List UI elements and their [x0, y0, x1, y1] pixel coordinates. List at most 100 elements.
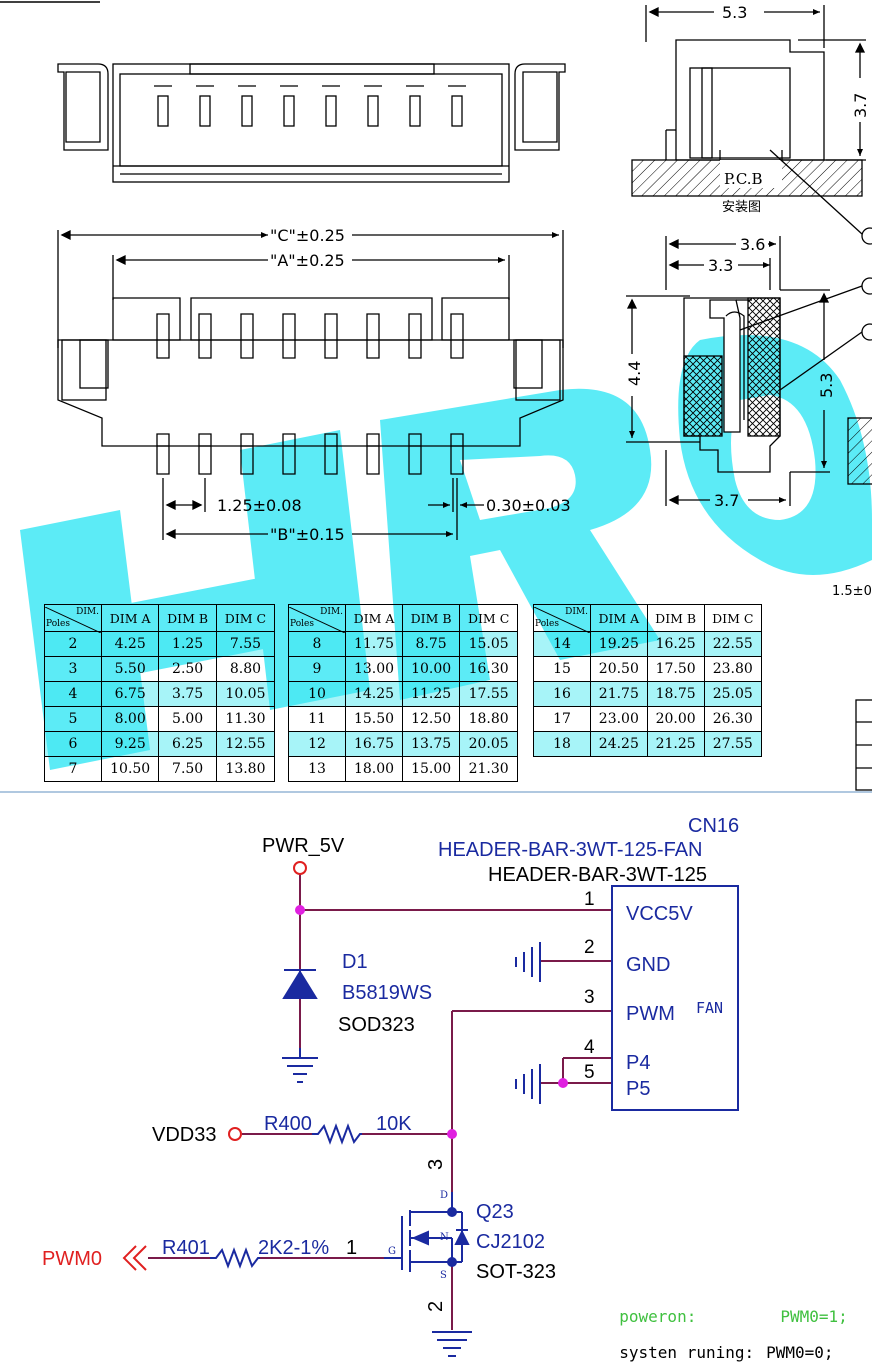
table-column-header: DIM B: [402, 604, 461, 632]
dim-cell: 13.00: [344, 656, 404, 682]
mosfet-pin-letters: D G S N: [388, 1190, 449, 1281]
top-pin: [199, 95, 211, 127]
poles-cell: 13: [288, 756, 346, 782]
d1-pkg: SOD323: [338, 1014, 415, 1036]
poles-cell: 5: [44, 706, 102, 732]
dim-cell: 25.05: [703, 681, 763, 707]
r400-value: 10K: [376, 1113, 412, 1135]
pwm0-port-arrow[interactable]: [122, 1245, 147, 1271]
front-pin: [366, 313, 380, 475]
table-column-header: DIM B: [646, 604, 705, 632]
cn16-pin-name: PWM: [626, 1003, 675, 1025]
dim-c-label: "C"±0.25: [270, 226, 345, 245]
cn16-pin-name: GND: [626, 954, 670, 976]
cn16-footprint: HEADER-BAR-3WT-125: [488, 864, 707, 886]
vdd33-port[interactable]: [228, 1127, 242, 1141]
dim-sec-outer: 3.6: [740, 235, 765, 254]
dim-cell: 21.25: [646, 731, 705, 757]
cn16-ref: CN16: [688, 815, 739, 837]
table-corner-header: DIM. Poles: [44, 604, 102, 633]
dim-cell: 20.05: [459, 731, 518, 757]
pwr-5v-port[interactable]: [293, 861, 307, 875]
front-view-pins: [156, 313, 464, 475]
cn16-pin-name: P4: [626, 1052, 650, 1074]
dim-cell: 14.25: [344, 681, 404, 707]
q23-pin-n-letter: N: [440, 1232, 449, 1243]
connector-side-view: [631, 5, 872, 245]
dimension-labels: "C"±0.25 "A"±0.25 1.25±0.08 0.30±0.03 "B…: [217, 3, 872, 599]
note-line-1: poweron:PWM0=1;: [600, 1288, 848, 1326]
pwr-5v-label: PWR_5V: [262, 835, 345, 857]
poles-cell: 10: [288, 681, 346, 707]
poles-cell: 7: [44, 756, 102, 782]
dim-cell: 15.00: [402, 756, 461, 782]
dim-a-label: "A"±0.25: [270, 251, 345, 270]
front-pin: [240, 313, 254, 475]
dim-cell: 5.50: [100, 656, 160, 682]
dim-side-width: 5.3: [722, 3, 747, 22]
cn16-pin-name: P5: [626, 1078, 650, 1100]
pcb-caption: 安装图: [722, 200, 761, 215]
dim-cell: 15.50: [344, 706, 404, 732]
cn16-connector-body[interactable]: [611, 885, 739, 1111]
top-pin: [157, 95, 169, 127]
cn16-pin-number: 4: [584, 1037, 595, 1058]
dim-cell: 21.30: [459, 756, 518, 782]
r401-value: 2K2-1%: [258, 1237, 329, 1259]
dim-cell: 26.30: [703, 706, 763, 732]
dim-cell: 10.50: [100, 756, 160, 782]
q23-pkg: SOT-323: [476, 1261, 556, 1283]
poles-cell: 9: [288, 656, 346, 682]
cn16-pin-number: 5: [584, 1062, 595, 1083]
junction-dot: [447, 1129, 457, 1139]
dim-cell: 24.25: [590, 731, 648, 757]
dim-cell: 19.25: [590, 631, 648, 657]
dim-side-height: 3.7: [851, 93, 870, 118]
dim-cell: 3.75: [158, 681, 217, 707]
header-dim: DIM.: [76, 607, 99, 617]
resistor-r400-symbol[interactable]: [312, 1123, 362, 1145]
table-column-header: DIM A: [590, 604, 648, 632]
header-poles: Poles: [46, 619, 70, 629]
dim-cell: 17.55: [459, 681, 518, 707]
dim-cell: 9.25: [100, 731, 160, 757]
dim-cell: 5.00: [158, 706, 217, 732]
poles-cell: 6: [44, 731, 102, 757]
dim-cell: 16.25: [646, 631, 705, 657]
note-label-running: systen runing:: [619, 1343, 755, 1362]
dim-cell: 8.00: [100, 706, 160, 732]
cn16-pin-number: 3: [584, 987, 595, 1008]
dim-cell: 6.25: [158, 731, 217, 757]
diode-d1-symbol[interactable]: [282, 969, 318, 999]
poles-cell: 14: [533, 631, 591, 657]
dim-b-label: "B"±0.15: [270, 525, 345, 544]
table-corner-header: DIM.Poles: [533, 604, 591, 633]
poles-cell: 16: [533, 681, 591, 707]
dim-sec-inner: 3.3: [708, 256, 733, 275]
vdd33-label: VDD33: [152, 1124, 216, 1146]
dim-cell: 16.75: [344, 731, 404, 757]
dim-cell: 13.80: [215, 756, 276, 782]
poles-cell: 2: [44, 631, 102, 657]
dim-cell: 10.05: [215, 681, 276, 707]
dim-cell: 23.00: [590, 706, 648, 732]
junction-dot: [558, 1078, 568, 1088]
gnd-symbol-source: [432, 1331, 472, 1357]
poles-cell: 3: [44, 656, 102, 682]
front-pin: [282, 313, 296, 475]
dim-cell: 27.55: [703, 731, 763, 757]
dim-cell: 23.80: [703, 656, 763, 682]
front-pin: [324, 313, 338, 475]
front-pin: [450, 313, 464, 475]
resistor-r401-symbol[interactable]: [210, 1247, 260, 1269]
header-dim: DIM.: [565, 607, 588, 617]
